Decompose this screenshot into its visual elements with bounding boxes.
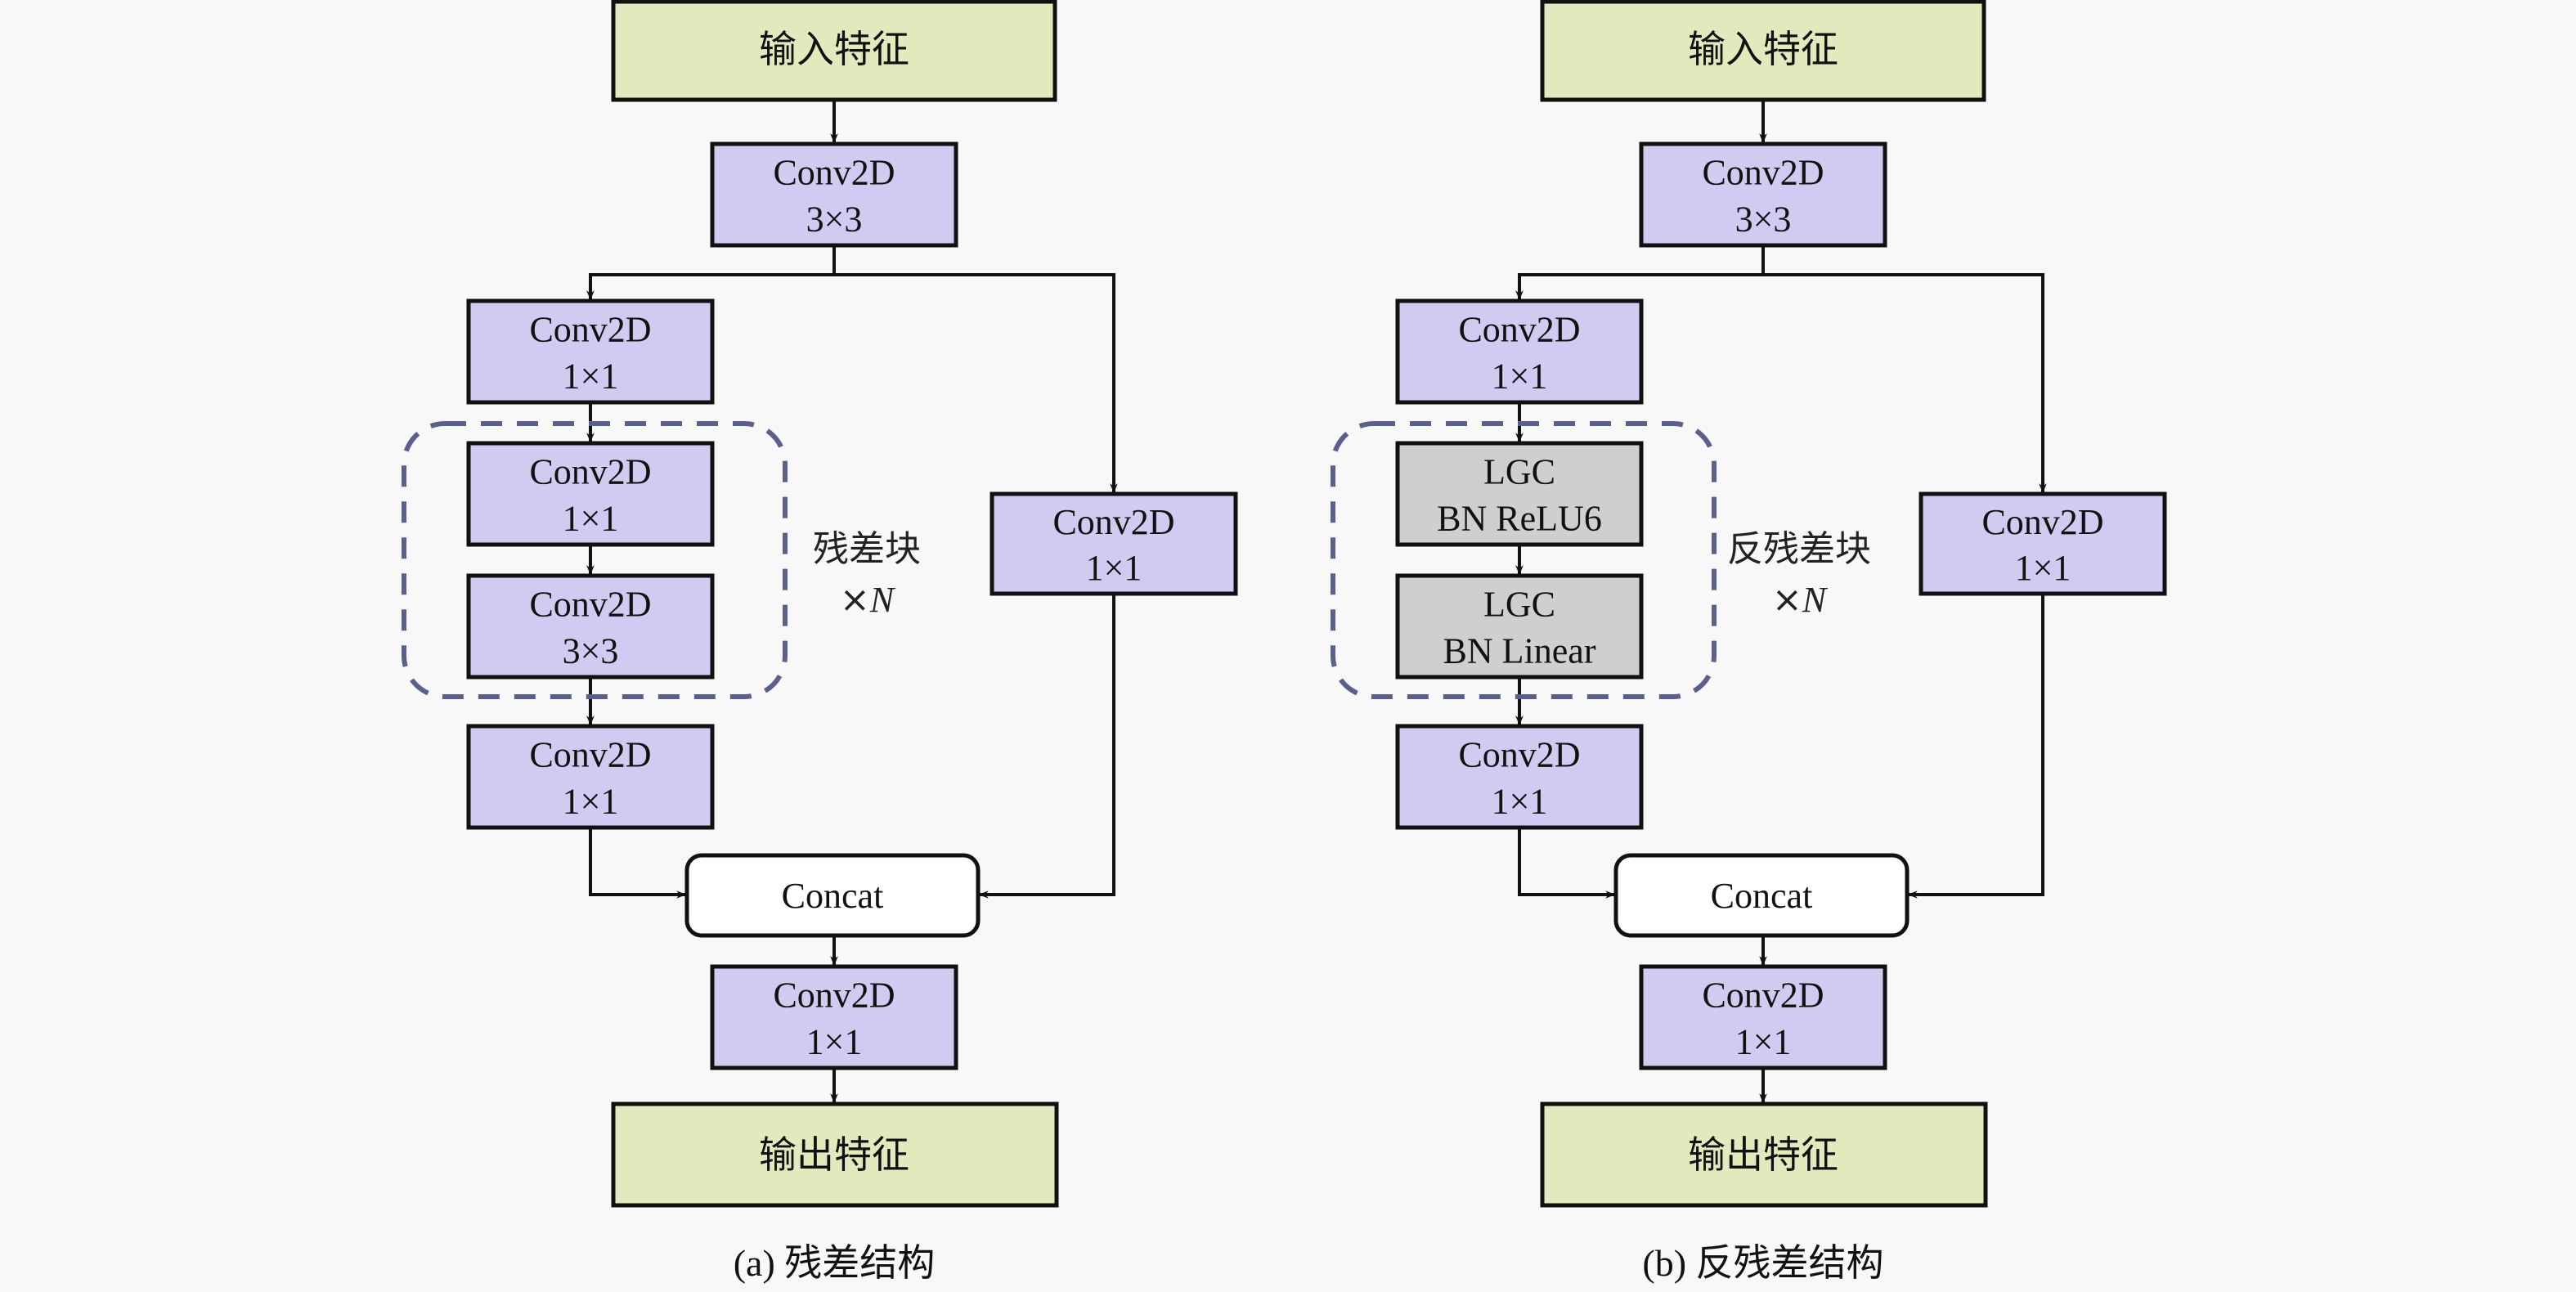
right-branch-conv-node: Conv2D 1×1	[990, 491, 1238, 596]
output-feature-node: 输出特征	[611, 1101, 1059, 1208]
stem-conv-node-title: Conv2D	[773, 153, 895, 193]
head-conv-node-title: Conv2D	[1702, 976, 1824, 1016]
output-feature-node: 输出特征	[1540, 1101, 1988, 1208]
output-feature-label: 输出特征	[1688, 1133, 1838, 1177]
left-pre-conv-node-title: Conv2D	[1458, 310, 1580, 350]
right-branch-conv-node-box	[990, 491, 1238, 596]
left-pre-conv-node-title: Conv2D	[529, 310, 651, 350]
right-branch-conv-node-title: Conv2D	[1052, 502, 1174, 542]
block-node-2-subtitle: 3×3	[563, 631, 619, 671]
block-node-2-subtitle: BN Linear	[1443, 631, 1596, 671]
stem-conv-node-box	[710, 141, 958, 248]
repeat-block-label: 反残差块	[1727, 528, 1871, 570]
repeat-times-symbol: ×	[840, 579, 870, 621]
input-feature-node: 输入特征	[611, 0, 1057, 102]
input-feature-label: 输入特征	[1688, 27, 1838, 71]
diagram-caption: (a) 残差结构	[734, 1242, 936, 1284]
left-pre-conv-node-box	[1395, 298, 1644, 405]
stem-conv-node-title: Conv2D	[1702, 153, 1824, 193]
input-feature-node: 输入特征	[1540, 0, 1986, 102]
output-feature-label: 输出特征	[759, 1133, 909, 1177]
arrow-right-to-concat	[978, 594, 1115, 899]
right-branch-conv-node-subtitle: 1×1	[2015, 548, 2071, 588]
block-node-1: Conv2D 1×1	[466, 441, 715, 547]
arrow-split-right	[834, 273, 1118, 494]
block-node-2-box	[1395, 573, 1644, 680]
head-conv-node-box	[1639, 964, 1887, 1070]
output-feature-box	[611, 1101, 1059, 1208]
head-conv-node: Conv2D 1×1	[710, 964, 958, 1070]
block-node-2-title: LGC	[1483, 585, 1555, 625]
repeat-count-label: ×N	[840, 579, 896, 621]
head-conv-node-subtitle: 1×1	[1735, 1022, 1792, 1062]
block-node-2: Conv2D 3×3	[466, 573, 715, 680]
left-post-conv-node-title: Conv2D	[1458, 735, 1580, 775]
block-node-1-box	[1395, 441, 1644, 547]
repeat-block-boundary	[402, 421, 788, 699]
left-post-conv-node: Conv2D 1×1	[1395, 724, 1644, 830]
concat-label: Concat	[782, 876, 884, 916]
left-pre-conv-node-box	[466, 298, 715, 405]
head-conv-node-title: Conv2D	[773, 976, 895, 1016]
input-feature-box	[611, 0, 1057, 102]
concat-node: Concat	[1613, 853, 1910, 938]
stem-conv-node: Conv2D 3×3	[1639, 141, 1887, 248]
left-post-conv-node-subtitle: 1×1	[1492, 782, 1548, 822]
left-pre-conv-node-subtitle: 1×1	[563, 357, 619, 397]
concat-label: Concat	[1711, 876, 1813, 916]
block-node-1-subtitle: 1×1	[563, 499, 619, 539]
stem-conv-node-box	[1639, 141, 1887, 248]
block-node-1-title: Conv2D	[529, 452, 651, 492]
left-pre-conv-node: Conv2D 1×1	[466, 298, 715, 405]
left-pre-conv-node-subtitle: 1×1	[1492, 357, 1548, 397]
left-post-conv-node-box	[466, 724, 715, 830]
output-feature-box	[1540, 1101, 1988, 1208]
input-feature-label: 输入特征	[759, 27, 909, 71]
block-node-1-subtitle: BN ReLU6	[1437, 499, 1602, 539]
head-conv-node: Conv2D 1×1	[1639, 964, 1887, 1070]
block-node-1: LGC BN ReLU6	[1395, 441, 1644, 547]
left-post-conv-node-subtitle: 1×1	[563, 782, 619, 822]
left-post-conv-node: Conv2D 1×1	[466, 724, 715, 830]
repeat-count-label: ×N	[1772, 579, 1829, 621]
head-conv-node-box	[710, 964, 958, 1070]
left-post-conv-node-box	[1395, 724, 1644, 830]
diagram-caption: (b) 反残差结构	[1642, 1242, 1883, 1284]
left-pre-conv-node: Conv2D 1×1	[1395, 298, 1644, 405]
arrow-right-to-concat	[1907, 594, 2044, 899]
input-feature-box	[1540, 0, 1986, 102]
arrow-split-left	[1515, 273, 1763, 301]
arrow-left-to-concat	[1518, 828, 1616, 899]
diagram-a: 输入特征Conv2D3×3Conv2D1×1Conv2D1×1Conv2D3×3…	[402, 0, 1238, 1284]
stem-conv-node: Conv2D 3×3	[710, 141, 958, 248]
repeat-block-boundary	[1331, 421, 1717, 699]
arrow-left-to-concat	[589, 828, 687, 899]
head-conv-node-subtitle: 1×1	[806, 1022, 863, 1062]
right-branch-conv-node: Conv2D 1×1	[1919, 491, 2167, 596]
arrow-split-left	[586, 273, 834, 301]
repeat-count-variable: N	[869, 580, 896, 620]
right-branch-conv-node-subtitle: 1×1	[1086, 548, 1142, 588]
block-node-1-title: LGC	[1483, 452, 1555, 492]
stem-conv-node-subtitle: 3×3	[806, 200, 863, 240]
block-node-2-box	[466, 573, 715, 680]
concat-node: Concat	[684, 853, 981, 938]
repeat-block-label: 残差块	[813, 528, 921, 570]
left-post-conv-node-title: Conv2D	[529, 735, 651, 775]
right-branch-conv-node-title: Conv2D	[1981, 502, 2103, 542]
block-node-2: LGC BN Linear	[1395, 573, 1644, 680]
block-node-2-title: Conv2D	[529, 585, 651, 625]
repeat-count-variable: N	[1802, 580, 1829, 620]
stem-conv-node-subtitle: 3×3	[1735, 200, 1792, 240]
right-branch-conv-node-box	[1919, 491, 2167, 596]
arrow-split-right	[1763, 273, 2047, 494]
repeat-times-symbol: ×	[1772, 579, 1802, 621]
